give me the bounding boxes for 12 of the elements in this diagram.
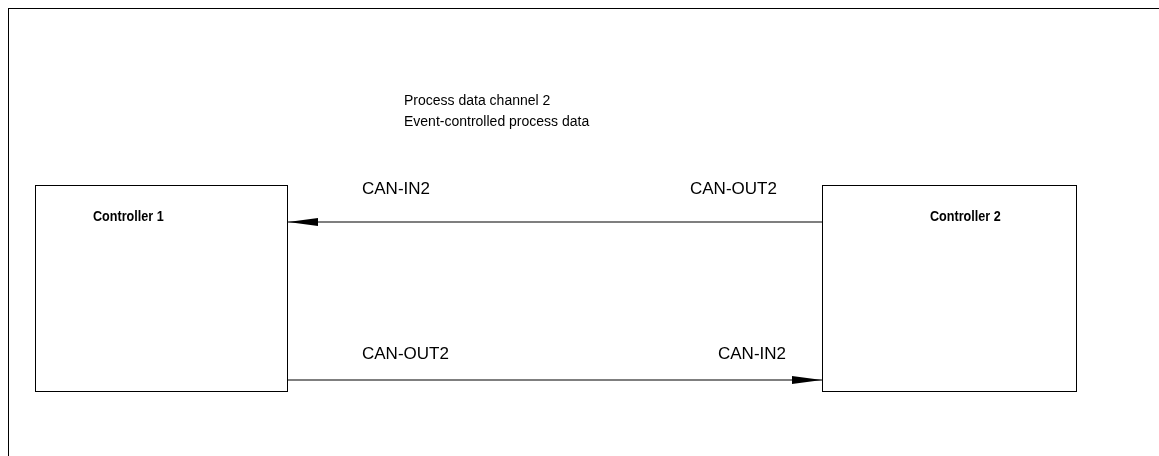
heading-text: Process data channel 2 [404, 92, 551, 108]
signal-label: CAN-OUT2 [362, 344, 449, 364]
controller-box [35, 185, 288, 392]
signal-label: CAN-IN2 [718, 344, 786, 364]
heading-text: Event-controlled process data [404, 113, 590, 129]
arrow [287, 218, 823, 226]
box-title: Controller 2 [930, 208, 1001, 224]
arrow [287, 376, 823, 384]
signal-label: CAN-IN2 [362, 179, 430, 199]
signal-label: CAN-OUT2 [690, 179, 777, 199]
box-title: Controller 1 [93, 208, 164, 224]
controller-box [822, 185, 1077, 392]
